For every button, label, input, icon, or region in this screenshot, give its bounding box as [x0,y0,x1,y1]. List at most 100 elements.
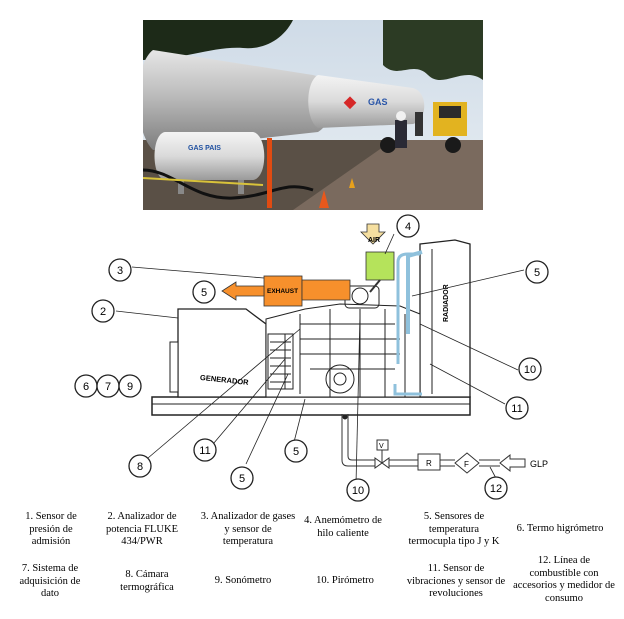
engine-pulley-inner [333,372,347,386]
air-duct [369,279,381,293]
legend-item-7: 7. Sistema de adquisición de dato [19,563,81,599]
legend-item-5: 5. Sensores de temperatura termocupla ti… [408,511,500,547]
small-tank-leg [178,180,184,194]
truck-tank-label: GAS [368,97,388,107]
leader-4 [384,233,395,255]
callout-circle [128,454,152,478]
truck-window [439,106,461,118]
callout-number: 5 [239,473,245,485]
callout-number: 2 [100,306,106,318]
exhaust-pipe [263,275,303,307]
legend-item-4: 4. Anemómetro de hilo caliente [304,515,382,539]
fuel-label: GLP [530,459,548,469]
legend-item-11: 11. Sensor de vibraciones y sensor de re… [406,563,506,599]
callout-circle [484,476,508,500]
paved-road [293,140,483,210]
leader-5-right [411,269,525,297]
leader-5-lowleft [245,373,289,465]
callout-circle [346,478,370,502]
filter-label: F [464,460,469,469]
exhaust-outlet-arrow [221,281,265,301]
regulator [417,453,441,471]
callout-circle [525,260,549,284]
radiator-label: RADIADOR [443,284,450,322]
small-tank [154,132,265,180]
orange-post [267,138,272,208]
callout-number: 11 [511,403,522,415]
callout-circle [108,258,132,282]
leader-10-right [419,323,519,371]
air-label: AIR [368,237,380,244]
large-tank [143,50,331,150]
callout-circle [193,438,217,462]
air-inlet-arrow [360,223,386,245]
yellow-pipe [143,177,264,186]
hazard-sign [343,96,357,110]
small-tank-leg [238,180,244,194]
coolant-pipe-outer [396,252,420,364]
callout-circle [118,374,142,398]
fuel-line-end [479,459,500,467]
legend-item-1: 1. Sensor de presión de admisión [25,511,77,547]
callout-number: 12 [490,483,502,495]
regulator-label: R [426,459,432,468]
callout-circle [192,280,216,304]
callout-number: 10 [524,364,536,376]
legend-item-2: 2. Analizador de potencia FLUKE 434/PWR [105,511,179,547]
callout-circle [91,299,115,323]
legend-item-8: 8. Cámara termográfica [120,569,174,593]
coolant-lines [393,250,423,396]
valve-label: V [379,443,384,450]
engine-pulley [325,364,355,394]
trees [143,20,483,80]
legend-item-12: 12. Línea de combustible con accesorios … [513,555,615,604]
leader-5-low [293,398,306,443]
generator-endcap [169,341,179,393]
callout-circle [518,357,542,381]
callout-circle [505,396,529,420]
gas-tanks-photo: GAS GAS PAIS [143,20,483,210]
leader-11-right [429,363,506,405]
legend-item-9: 9. Sonómetro [214,575,272,586]
flywheel-housing [267,333,294,390]
generator-schematic: AIR EXHAUST RADIADOR GENERADOR V R F GLP [74,214,549,502]
traffic-cone [349,178,355,188]
fuel-inlet-arrow [499,453,526,473]
callout-number: 5 [293,446,299,458]
callout-number: 10 [352,485,364,497]
leader-11-left [207,358,286,451]
leader-10-low [355,313,361,485]
callout-circle [284,439,308,463]
leader-2 [115,310,179,319]
fuel-line-vertical-inner [347,414,375,461]
leader-8 [147,328,301,459]
legend-item-3: 3. Analizador de gases y sensor de tempe… [200,511,296,547]
exhaust-duct [301,279,351,301]
leader-3 [131,266,265,279]
callout-number: 6 [83,381,89,393]
legend-item-6: 6. Termo higrómetro [516,523,604,534]
exhaust-label: EXHAUST [267,288,298,295]
fuel-line-vertical [341,414,375,467]
worker-head [396,111,406,121]
fuel-line-mid [389,459,418,467]
callout-number: 11 [199,445,210,457]
fuel-connection-point [342,414,348,420]
callout-circle [230,466,254,490]
hose [143,168,314,200]
traffic-cone [319,190,329,208]
instrument-legend: 1. Sensor de presión de admisión 2. Anal… [0,505,624,619]
air-filter [365,251,395,281]
flywheel-ribs [270,341,291,383]
truck-tank [308,75,425,128]
callout-number: 7 [105,381,111,393]
callout-number: 9 [127,381,133,393]
coolant-pipe-lower [393,384,422,396]
fuel-line-mid2 [440,459,455,467]
worker [395,120,407,148]
callout-number: 5 [201,287,207,299]
worker [415,112,423,136]
small-tank-label: GAS PAIS [188,145,221,152]
callout-number: 3 [117,265,123,277]
turbo-core [351,287,369,305]
